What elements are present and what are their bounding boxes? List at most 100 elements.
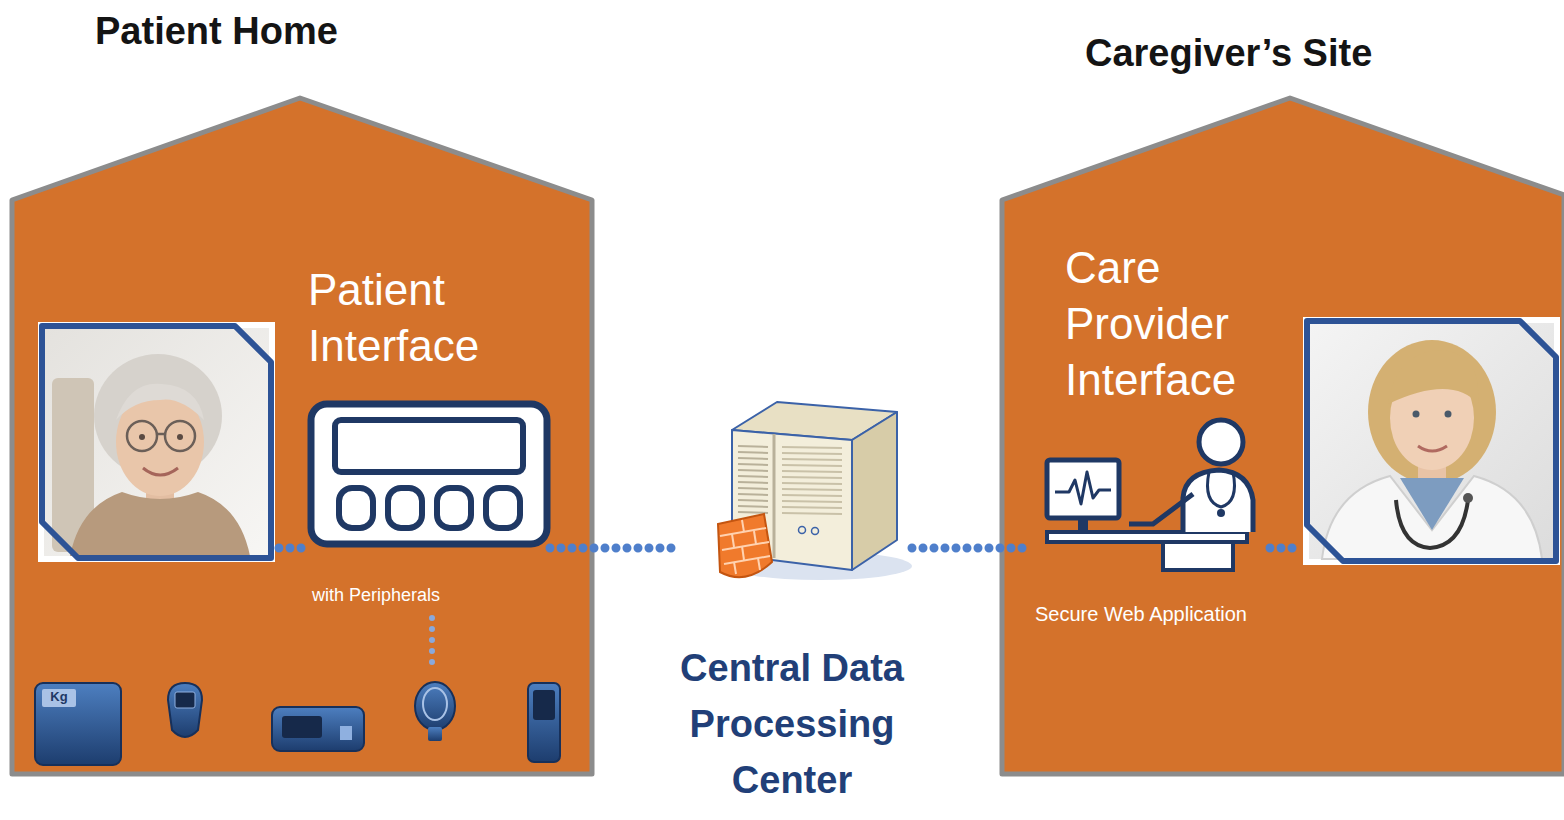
server-icon	[773, 434, 776, 558]
server-vent	[738, 506, 768, 507]
patient-photo	[116, 384, 204, 420]
firewall-icon	[724, 556, 770, 564]
server-vent	[738, 482, 768, 483]
device-button	[339, 488, 373, 528]
caregiver-photo	[1307, 321, 1556, 561]
device-button	[388, 488, 422, 528]
monitor-icon	[1047, 460, 1119, 518]
peripheral-devices	[423, 688, 447, 720]
peripheral-devices	[175, 692, 195, 708]
caregiver-photo	[1309, 323, 1554, 559]
device-button	[437, 488, 471, 528]
firewall-icon	[754, 531, 756, 544]
server-icon	[852, 412, 897, 570]
server-vent	[738, 512, 768, 513]
firewall-icon	[742, 546, 744, 560]
server-vent	[782, 501, 842, 502]
device-button	[486, 488, 520, 528]
server-vent	[738, 488, 768, 489]
server-vent	[738, 470, 768, 471]
patient-photo	[44, 328, 269, 556]
server-vent	[738, 494, 768, 495]
peripheral-devices	[533, 690, 555, 720]
caregiver-photo	[1445, 411, 1452, 418]
device-icon	[307, 400, 551, 548]
server-node: Central Data Processing Center	[676, 390, 912, 815]
site-heading: Patient Home	[95, 8, 338, 54]
server-vent	[738, 446, 768, 447]
dotted-link	[550, 544, 676, 553]
doctor-figure	[1129, 494, 1193, 524]
peripheral-devices	[415, 682, 455, 730]
monitor-stand	[1078, 518, 1088, 532]
server-vent	[782, 459, 842, 460]
house-outline: Caregiver’s SiteCare Provider InterfaceS…	[998, 0, 1564, 780]
peripheral-devices	[340, 726, 352, 740]
peripheral-devices	[42, 689, 76, 707]
workstation-label: Care Provider Interface	[1065, 240, 1265, 408]
workstation-icon	[1043, 410, 1268, 575]
firewall-icon	[718, 514, 772, 577]
workstation-caption: Secure Web Application	[1035, 602, 1247, 626]
house-shape	[1002, 98, 1564, 774]
patient-photo	[127, 421, 157, 451]
patient-photo	[177, 434, 183, 440]
server-vent	[738, 452, 768, 453]
dotted-link	[912, 544, 1030, 553]
doctor-figure	[1199, 420, 1243, 464]
peripheral-devices	[282, 716, 322, 738]
server-label: Central Data Processing Center	[676, 640, 908, 808]
server-vent	[782, 453, 842, 454]
house-shape	[12, 98, 592, 774]
caregiver-photo	[1400, 478, 1464, 530]
device-caption: with Peripherals	[312, 584, 440, 606]
server-led	[799, 527, 806, 534]
server-vent	[782, 495, 842, 496]
server-vent	[738, 500, 768, 501]
firewall-icon	[758, 558, 760, 570]
doctor-figure	[1183, 470, 1253, 532]
caregiver-photo	[1368, 340, 1496, 484]
firewall-icon	[734, 562, 736, 574]
server-led	[812, 528, 819, 535]
stethoscope-icon	[1208, 472, 1235, 507]
peripheral-devices	[35, 683, 121, 765]
patient-photo	[38, 322, 275, 562]
peripheral-devices	[528, 683, 560, 762]
server-icon	[702, 390, 917, 595]
provider-workstation: Care Provider InterfaceSecure Web Applic…	[1030, 240, 1280, 630]
server-vent	[782, 447, 842, 448]
peripheral-devices	[272, 707, 364, 751]
caregiver-photo	[1463, 493, 1473, 503]
device-icon	[311, 404, 547, 544]
patient-photo	[139, 434, 145, 440]
unit-label: Kg	[42, 689, 76, 705]
patient-photo	[157, 433, 165, 436]
caregiver-photo	[1413, 411, 1420, 418]
server-vent	[782, 513, 842, 514]
server-vent	[782, 483, 842, 484]
site-heading: Caregiver’s Site	[1085, 30, 1372, 76]
server-vent	[738, 458, 768, 459]
server-vent	[782, 477, 842, 478]
server-vent	[782, 507, 842, 508]
server-vent	[738, 464, 768, 465]
server-vent	[782, 465, 842, 466]
caregiver-photo	[1418, 446, 1447, 451]
device-screen	[335, 420, 523, 472]
server-vent	[738, 476, 768, 477]
patient-device: Patient Interface with Peripherals	[298, 262, 550, 610]
server-vent	[782, 471, 842, 472]
caregiver-photo	[1322, 476, 1542, 559]
caregiver-photo	[1388, 350, 1478, 404]
device-label: Patient Interface	[308, 262, 508, 374]
peripheral-devices	[168, 683, 202, 737]
heartbeat-trace	[1055, 472, 1111, 504]
server-vent	[782, 489, 842, 490]
firewall-icon	[722, 542, 769, 550]
house-outline: Patient HomePatient Interface with Periph…	[8, 0, 598, 780]
desk-icon	[1163, 542, 1233, 570]
patient-photo	[165, 421, 195, 451]
patient-photo	[143, 468, 178, 475]
